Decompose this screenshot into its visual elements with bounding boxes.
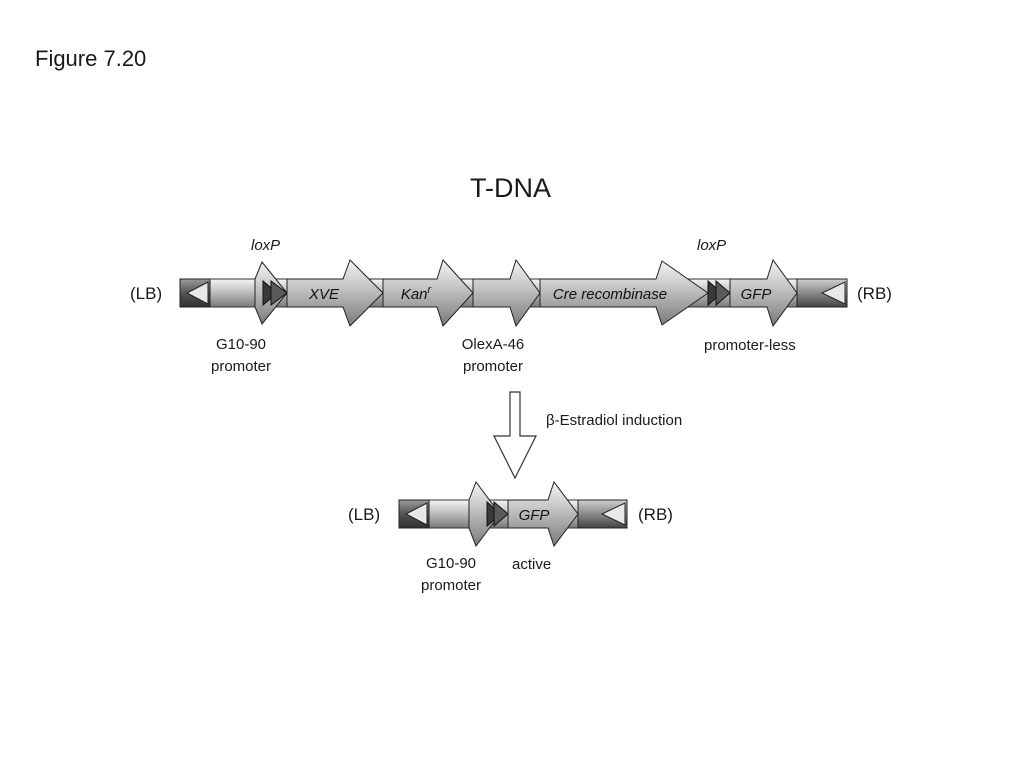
bottom-gfp-label: GFP [519, 507, 550, 524]
loxp-right-label: loxP [697, 237, 727, 254]
top-right-border-label: (RB) [857, 284, 892, 303]
olexa-46-promoter-label: OlexA-46 promoter [448, 334, 538, 378]
induction-label: β-Estradiol induction [546, 412, 683, 429]
bottom-g10-90-promoter-arrow [468, 480, 501, 548]
active-label: active [512, 556, 552, 573]
cre-recombinase-label: Cre recombinase [553, 286, 667, 303]
kan-label: Kanr [401, 284, 433, 303]
bottom-left-border-triangle [404, 502, 428, 526]
loxp-right-site [707, 279, 723, 307]
top-construct [179, 258, 848, 328]
kan-superscript: r [428, 284, 433, 296]
olexa-46-promoter-arrow [472, 258, 541, 328]
cre-recombinase-gene-arrow [539, 260, 709, 326]
g10-90-line1: G10-90 [215, 336, 267, 353]
olexa-46-line2: promoter [462, 358, 524, 375]
g10-90-line2: promoter [210, 358, 272, 375]
induction-arrow [493, 391, 537, 480]
xve-gene-arrow [286, 259, 384, 327]
bottom-g10-90-line2: promoter [420, 577, 482, 594]
diagram-title: T-DNA [470, 173, 551, 203]
bottom-g10-90-promoter-label: G10-90 promoter [406, 553, 496, 597]
bottom-right-border-triangle [600, 502, 626, 526]
gfp-label: GFP [741, 286, 772, 303]
loxp-left-label: loxP [251, 237, 281, 254]
bottom-construct [398, 480, 628, 548]
bottom-right-border-label: (RB) [638, 505, 673, 524]
left-border-triangle [185, 281, 209, 305]
kan-gene-arrow [382, 259, 474, 327]
promoter-less-label: promoter-less [704, 337, 796, 354]
xve-label: XVE [308, 286, 340, 303]
g10-90-promoter-label: G10-90 promoter [196, 334, 286, 378]
olexa-46-line1: OlexA-46 [461, 336, 525, 353]
top-left-border-label: (LB) [130, 284, 163, 303]
right-border-triangle [820, 281, 846, 305]
figure-title: Figure 7.20 [35, 46, 147, 71]
bottom-left-border-label: (LB) [348, 505, 381, 524]
loxp-left-site [262, 279, 278, 307]
bottom-gfp-gene-arrow [507, 480, 579, 548]
gfp-gene-arrow [729, 258, 798, 328]
kan-text: Kan [401, 286, 428, 303]
bottom-g10-90-line1: G10-90 [425, 555, 477, 572]
